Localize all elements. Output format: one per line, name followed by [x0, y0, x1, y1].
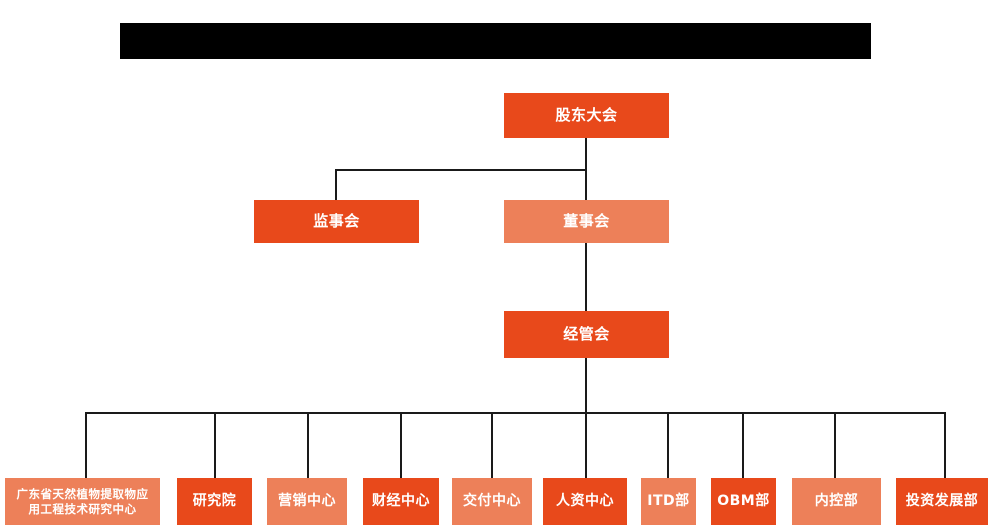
- node-label: 监事会: [313, 212, 360, 231]
- connector-to-supervisors: [335, 169, 337, 200]
- node-delivery-center[interactable]: 交付中心: [452, 478, 532, 525]
- connector-to-investment: [944, 412, 946, 478]
- connector-to-research-center: [85, 412, 87, 478]
- connector-board-to-management: [585, 243, 587, 311]
- connector-management-down: [585, 358, 587, 413]
- connector-to-finance: [400, 412, 402, 478]
- node-management-committee[interactable]: 经管会: [504, 311, 669, 358]
- node-obm-department[interactable]: OBM部: [711, 478, 776, 525]
- node-label-line-2: 用工程技术研究中心: [28, 501, 137, 516]
- node-finance-center[interactable]: 财经中心: [363, 478, 439, 525]
- node-human-resources-center[interactable]: 人资中心: [543, 478, 627, 525]
- node-label: 交付中心: [463, 492, 521, 509]
- connector-to-itd: [667, 412, 669, 478]
- node-label: 投资发展部: [905, 492, 979, 509]
- node-label: 董事会: [563, 212, 610, 231]
- node-label: 研究院: [192, 492, 237, 509]
- connector-to-obm: [742, 412, 744, 478]
- node-investment-development-department[interactable]: 投资发展部: [896, 478, 988, 525]
- node-label: 股东大会: [555, 106, 618, 125]
- node-label: 内控部: [814, 492, 859, 509]
- connector-to-delivery: [491, 412, 493, 478]
- redacted-title-bar: [120, 23, 871, 59]
- connector-departments-bus: [85, 412, 945, 414]
- node-board-of-supervisors[interactable]: 监事会: [254, 200, 419, 243]
- node-guangdong-plant-extract-research-center[interactable]: 广东省天然植物提取物应 用工程技术研究中心: [5, 478, 160, 525]
- node-label: 财经中心: [372, 492, 430, 509]
- connector-to-marketing: [307, 412, 309, 478]
- connector-tier2-bus: [335, 169, 587, 171]
- connector-to-hr: [585, 412, 587, 478]
- node-label: 营销中心: [278, 492, 336, 509]
- connector-to-internal-control: [834, 412, 836, 478]
- connector-shareholders-down: [585, 138, 587, 170]
- node-marketing-center[interactable]: 营销中心: [267, 478, 347, 525]
- node-label: 人资中心: [556, 492, 614, 509]
- connector-to-institute: [214, 412, 216, 478]
- node-label: ITD部: [647, 492, 690, 509]
- node-research-institute[interactable]: 研究院: [177, 478, 252, 525]
- node-internal-control-department[interactable]: 内控部: [792, 478, 881, 525]
- connector-to-board: [585, 169, 587, 200]
- node-shareholders-meeting[interactable]: 股东大会: [504, 93, 669, 138]
- node-label-line-1: 广东省天然植物提取物应: [16, 487, 149, 502]
- node-label: OBM部: [717, 492, 770, 509]
- node-label: 经管会: [563, 325, 610, 344]
- node-board-of-directors[interactable]: 董事会: [504, 200, 669, 243]
- node-itd-department[interactable]: ITD部: [641, 478, 696, 525]
